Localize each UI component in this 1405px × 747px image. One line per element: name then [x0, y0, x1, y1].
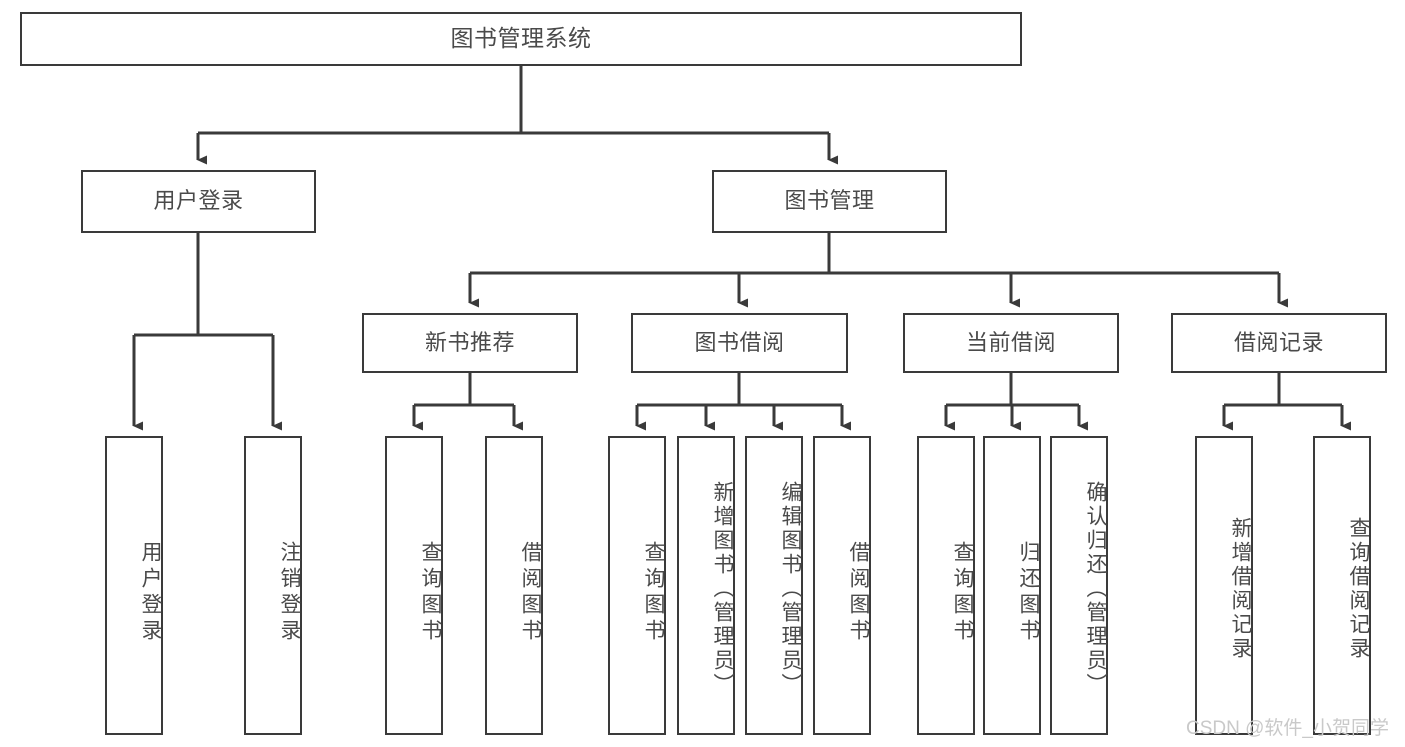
- leaf-query-borrow-record[interactable]: 查询借阅记录: [1313, 436, 1371, 735]
- csdn-watermark: CSDN @软件_小贺同学: [1186, 718, 1389, 739]
- node-new-book-recommend[interactable]: 新书推荐: [362, 313, 578, 373]
- node-borrow-record[interactable]: 借阅记录: [1171, 313, 1387, 373]
- leaf-edit-book-admin[interactable]: 编辑图书（管理员）: [745, 436, 803, 735]
- node-book-management[interactable]: 图书管理: [712, 170, 947, 233]
- leaf-borrow-book[interactable]: 借阅图书: [813, 436, 871, 735]
- leaf-user-login[interactable]: 用户登录: [105, 436, 163, 735]
- leaf-confirm-return-admin[interactable]: 确认归还（管理员）: [1050, 436, 1108, 735]
- leaf-add-borrow-record[interactable]: 新增借阅记录: [1195, 436, 1253, 735]
- node-user-login[interactable]: 用户登录: [81, 170, 316, 233]
- node-current-borrow[interactable]: 当前借阅: [903, 313, 1119, 373]
- leaf-borrow-book-recommend[interactable]: 借阅图书: [485, 436, 543, 735]
- node-book-borrow[interactable]: 图书借阅: [631, 313, 848, 373]
- leaf-logout-login[interactable]: 注销登录: [244, 436, 302, 735]
- leaf-return-book[interactable]: 归还图书: [983, 436, 1041, 735]
- leaf-query-book-current[interactable]: 查询图书: [917, 436, 975, 735]
- node-root-system[interactable]: 图书管理系统: [20, 12, 1022, 66]
- leaf-add-book-admin[interactable]: 新增图书（管理员）: [677, 436, 735, 735]
- leaf-query-book-borrow[interactable]: 查询图书: [608, 436, 666, 735]
- leaf-query-book-recommend[interactable]: 查询图书: [385, 436, 443, 735]
